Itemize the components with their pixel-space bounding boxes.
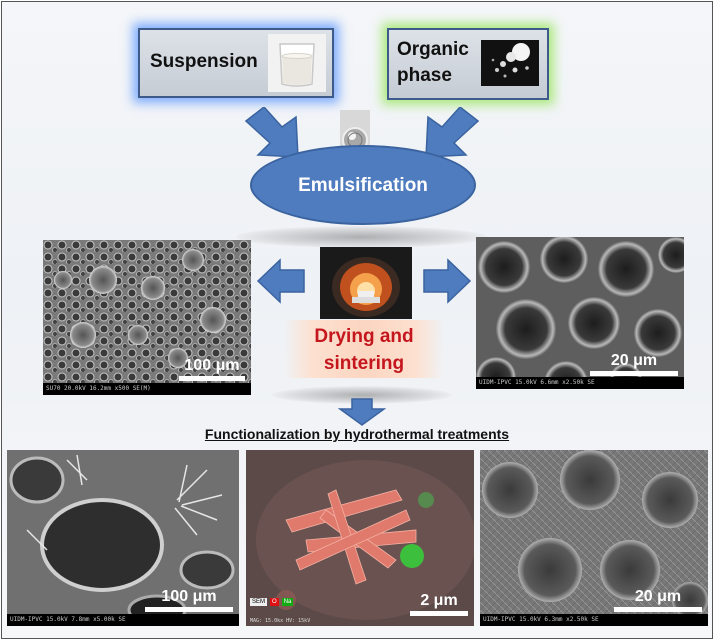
scale-label: 100 μm bbox=[161, 588, 217, 605]
scale-bar: 20 μm bbox=[614, 588, 702, 612]
arrow-down-right bbox=[244, 107, 299, 158]
organic-label-line1: Organic bbox=[397, 39, 469, 60]
scale-bar: 100 μm bbox=[179, 357, 245, 381]
sem-image-macropores-2500x: 20 μm UIDM-IPVC 15.0kV 6.6mm x2.50k SE bbox=[476, 237, 684, 389]
droplets-icon bbox=[481, 40, 539, 86]
sem-image-porous-500x: 100 μm SU70 20.0kV 16.2mm x500 SE(M) bbox=[43, 240, 251, 395]
sem-image-crystals-5000x: 100 μm UIDM-IPVC 15.0kV 7.8mm x5.00k SE bbox=[7, 450, 239, 626]
sem-info-bar: MAG: 15.0kx HV: 15kV bbox=[250, 618, 311, 624]
scale-bar: 100 μm bbox=[145, 588, 233, 612]
sem-info-bar: UIDM-IPVC 15.0kV 6.6mm x2.50k SE bbox=[476, 377, 684, 389]
eds-tag-o: O bbox=[270, 598, 279, 606]
suspension-box: Suspension bbox=[138, 28, 334, 98]
scale-label: 20 μm bbox=[634, 588, 682, 605]
eds-tags: SEM O Na bbox=[250, 598, 294, 606]
furnace-icon bbox=[320, 247, 412, 319]
scale-bar-line bbox=[614, 607, 702, 612]
scale-bar: 2 μm bbox=[410, 592, 468, 616]
scale-bar-line bbox=[145, 607, 233, 612]
drying-label-line2: sintering bbox=[323, 353, 405, 374]
sem-texture bbox=[480, 450, 708, 626]
sem-texture bbox=[246, 450, 474, 626]
arrow-right bbox=[423, 258, 472, 304]
scale-label: 100 μm bbox=[184, 357, 240, 374]
scale-bar-line bbox=[410, 611, 468, 616]
sem-info-bar: UIDM-IPVC 15.0kV 7.8mm x5.00k SE bbox=[7, 614, 239, 626]
scale-bar: 20 μm bbox=[590, 352, 678, 376]
sem-texture bbox=[476, 237, 684, 389]
scale-bar-line bbox=[179, 376, 245, 381]
drying-sintering-box: Drying and sintering bbox=[284, 320, 444, 378]
sem-info-bar: SU70 20.0kV 16.2mm x500 SE(M) bbox=[43, 383, 251, 395]
suspension-label: Suspension bbox=[150, 51, 258, 72]
sem-texture bbox=[43, 240, 251, 395]
shadow-decor bbox=[236, 226, 486, 248]
emulsification-label: Emulsification bbox=[298, 175, 428, 196]
functionalization-title: Functionalization by hydrothermal treatm… bbox=[204, 426, 510, 442]
scale-label: 2 μm bbox=[420, 592, 458, 609]
shadow-decor bbox=[272, 386, 452, 404]
eds-tag-na: Na bbox=[281, 598, 294, 606]
scale-label: 20 μm bbox=[610, 352, 658, 369]
arrow-left bbox=[256, 258, 305, 304]
arrow-down bbox=[338, 398, 386, 426]
sem-image-eds-map: SEM O Na 2 μm MAG: 15.0kx HV: 15kV bbox=[246, 450, 474, 626]
sem-image-needles-2500x: 20 μm UIDM-IPVC 15.0kV 6.3mm x2.50k SE bbox=[480, 450, 708, 626]
scale-bar-line bbox=[590, 371, 678, 376]
beaker-icon bbox=[268, 34, 326, 92]
drying-label-line1: Drying and bbox=[314, 326, 414, 347]
eds-tag-sem: SEM bbox=[250, 598, 268, 606]
organic-phase-box: Organic phase bbox=[387, 28, 549, 100]
arrow-down-left bbox=[425, 107, 480, 158]
organic-label-line2: phase bbox=[397, 65, 452, 86]
sem-info-bar: UIDM-IPVC 15.0kV 6.3mm x2.50k SE bbox=[480, 614, 708, 626]
emulsification-ellipse: Emulsification bbox=[250, 145, 476, 225]
